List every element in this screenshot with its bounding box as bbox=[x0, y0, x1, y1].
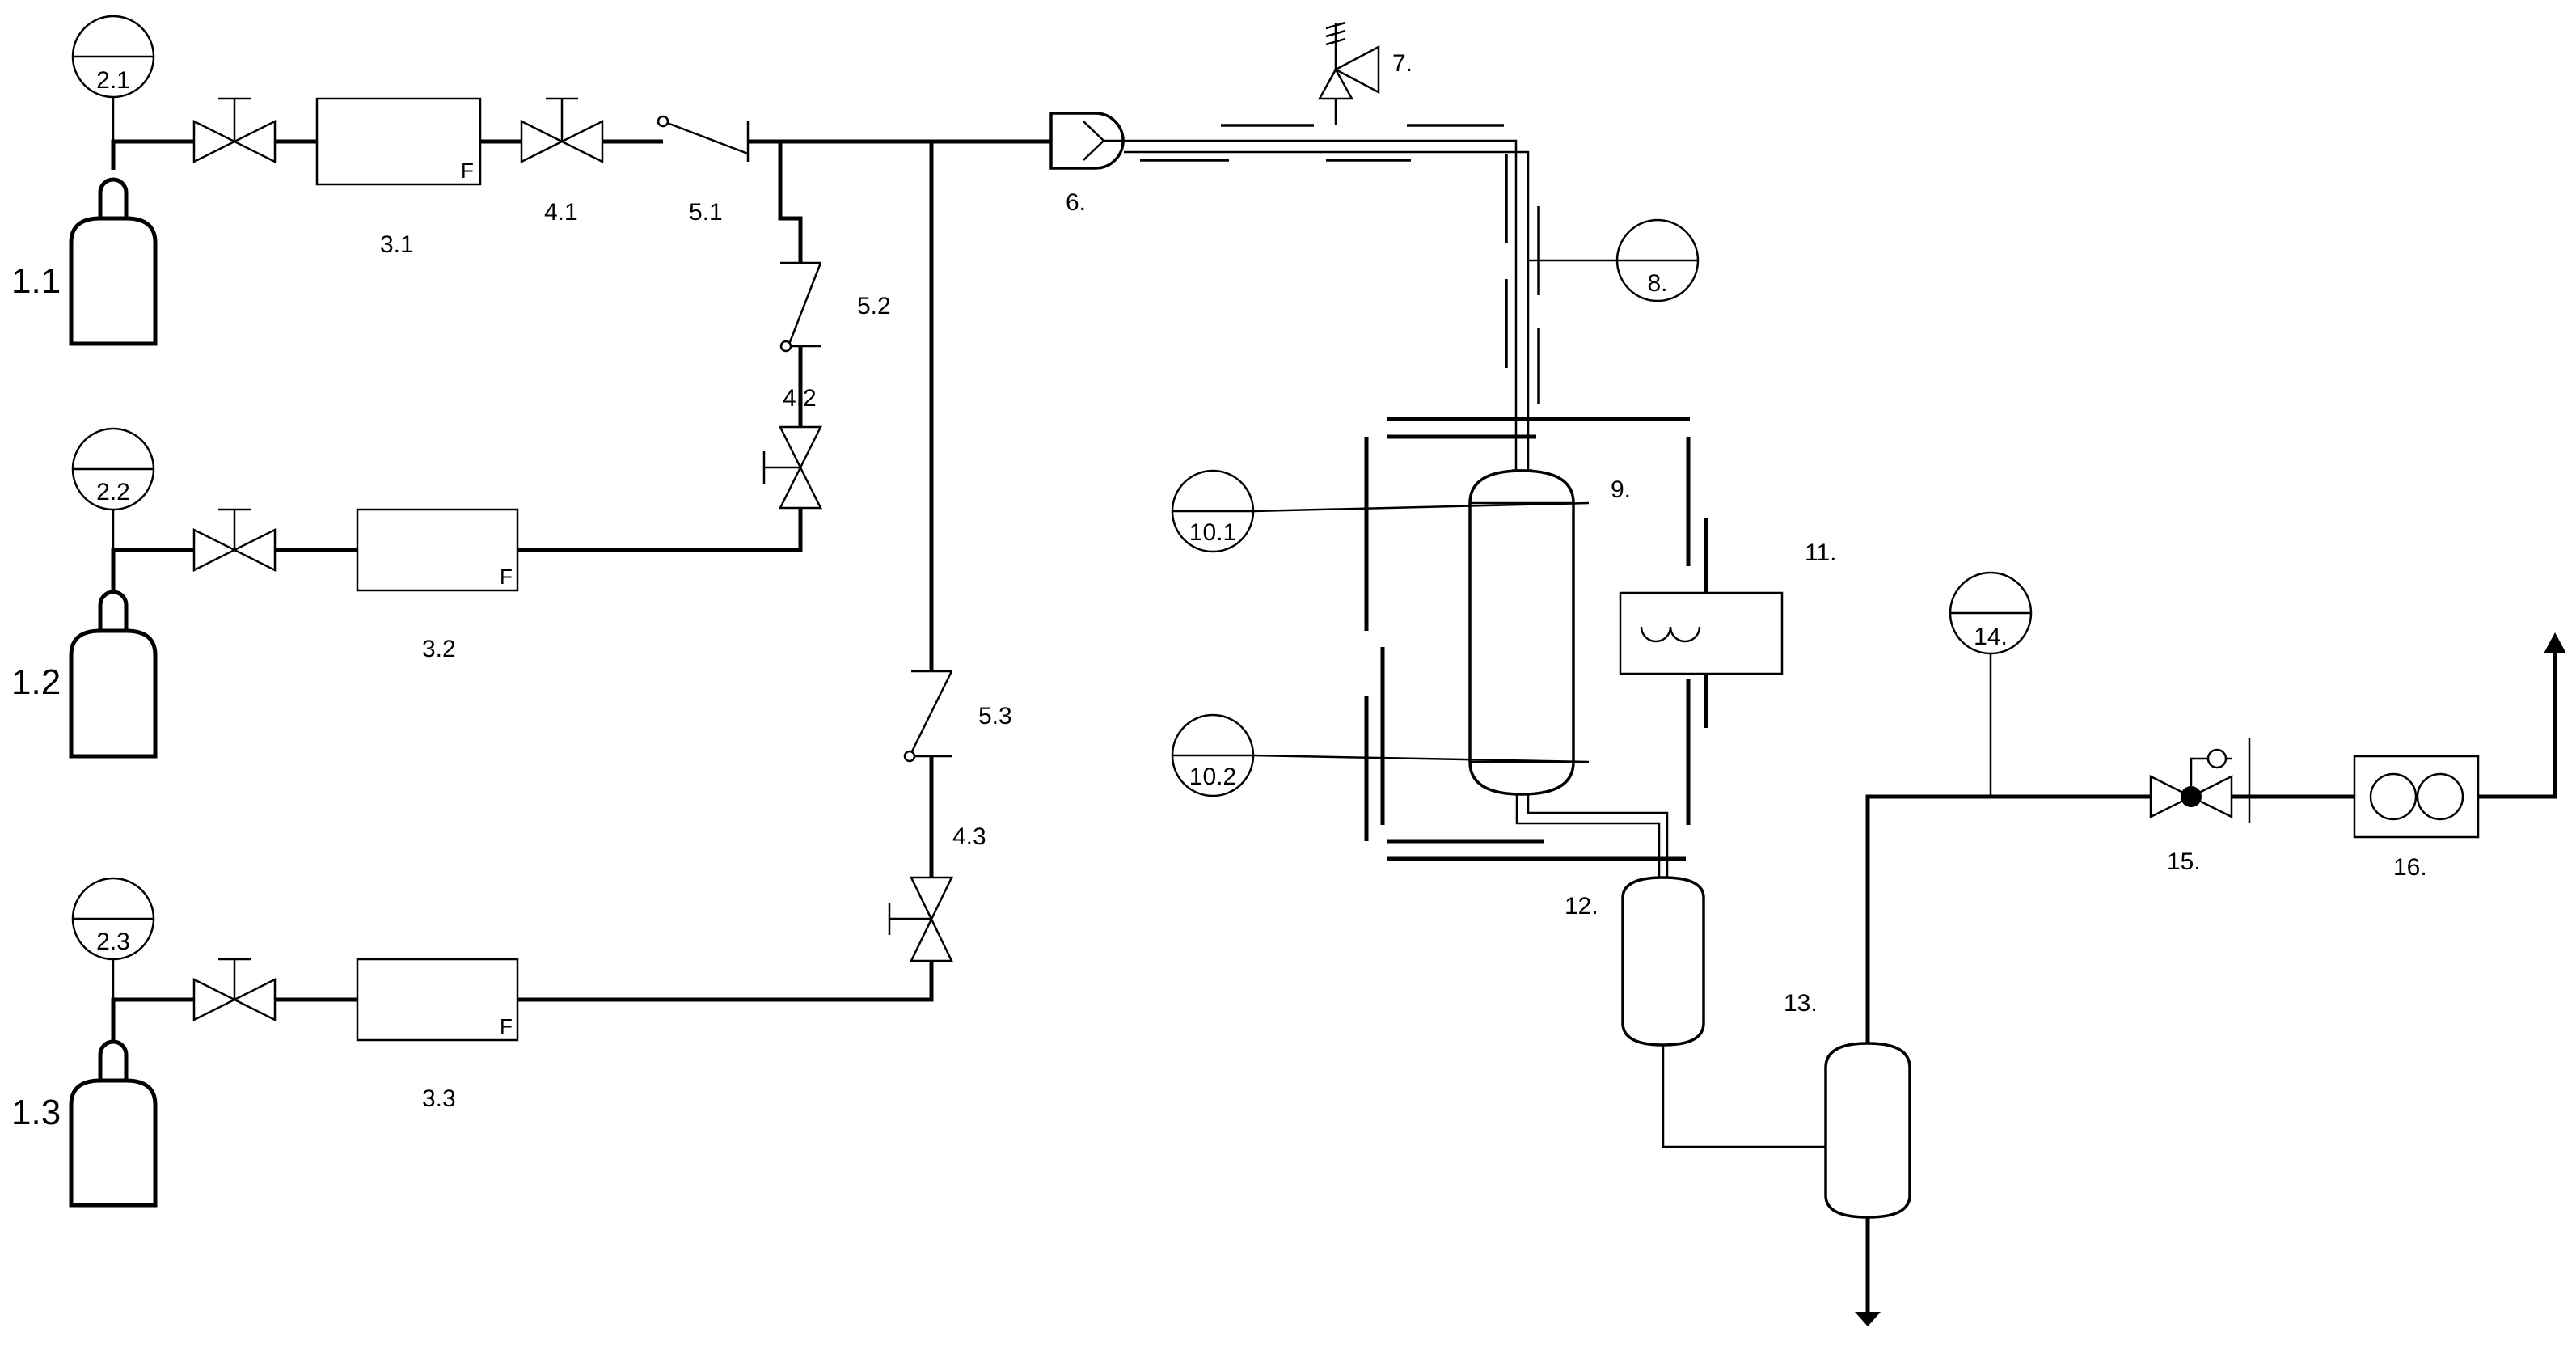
thermocouple-bottom-label: 10.2 bbox=[1189, 763, 1236, 790]
reactor-vessel-icon bbox=[1468, 412, 1575, 796]
back-pressure-valve-label: 15. bbox=[2167, 848, 2201, 875]
shutoff-valve-1-label: 4.1 bbox=[544, 199, 578, 226]
furnace-jacket bbox=[1364, 417, 1708, 861]
heater-controller-icon bbox=[1619, 591, 1784, 675]
check-valve-2-label: 5.2 bbox=[857, 293, 891, 319]
cylinder-3-label: 1.3 bbox=[11, 1093, 61, 1132]
vent-arrow-icon bbox=[2544, 632, 2566, 653]
flow-meter-icon bbox=[2353, 755, 2480, 839]
relief-valve-icon bbox=[1317, 21, 1380, 125]
reactor-outlet-line bbox=[1515, 794, 1669, 878]
heater-label: 11. bbox=[1805, 539, 1836, 566]
flow-controller-2-box bbox=[356, 508, 519, 592]
check-valve-1-icon bbox=[657, 115, 750, 162]
check-valve-3-label: 5.3 bbox=[978, 703, 1012, 730]
pressure-gauge-2-icon bbox=[71, 427, 155, 594]
cylinder-valve-3-icon bbox=[192, 958, 277, 1022]
flow-controller-1-label: 3.1 bbox=[380, 231, 414, 258]
check-valve-3-icon bbox=[903, 670, 953, 763]
gas-cylinder-2-icon bbox=[69, 590, 158, 759]
mixer-label: 6. bbox=[1066, 189, 1086, 216]
gas-cylinder-1-icon bbox=[69, 177, 158, 346]
shutoff-valve-1-icon bbox=[520, 97, 604, 164]
cylinder-valve-2-icon bbox=[192, 508, 277, 573]
gauge-2-label: 2.2 bbox=[96, 479, 130, 505]
flow-controller-3-label: 3.3 bbox=[422, 1085, 456, 1112]
cylinder-1-label: 1.1 bbox=[11, 261, 61, 301]
separator-2-label: 13. bbox=[1784, 990, 1818, 1017]
shutoff-valve-2-icon bbox=[762, 425, 823, 510]
thermocouple-top-icon bbox=[1171, 469, 1590, 553]
gauge-8-label: 8. bbox=[1647, 270, 1667, 297]
pressure-gauge-3-icon bbox=[71, 877, 155, 1043]
drain-arrow-icon bbox=[1855, 1312, 1881, 1326]
shutoff-valve-3-label: 4.3 bbox=[952, 823, 986, 850]
main-piping bbox=[111, 139, 2566, 1326]
gas-cylinder-3-icon bbox=[69, 1039, 158, 1208]
shutoff-valve-3-icon bbox=[888, 876, 953, 962]
pressure-gauge-14-icon bbox=[1949, 571, 2033, 797]
cylinder-valve-1-icon bbox=[192, 97, 277, 164]
check-valve-2-icon bbox=[779, 261, 822, 353]
reactor-label: 9. bbox=[1611, 476, 1631, 503]
gauge-14-label: 14. bbox=[1974, 624, 2008, 650]
thermocouple-top-label: 10.1 bbox=[1189, 519, 1236, 546]
cylinder-2-label: 1.2 bbox=[11, 662, 61, 702]
heated-transfer-line bbox=[1124, 124, 1540, 412]
flow-controller-1-mark: F bbox=[461, 159, 474, 183]
relief-valve-label: 7. bbox=[1392, 50, 1413, 77]
flow-controller-3-box bbox=[356, 958, 519, 1042]
gas-mixer-icon bbox=[1049, 112, 1125, 170]
separator-2-icon bbox=[1824, 1042, 1911, 1219]
gauge-1-label: 2.1 bbox=[96, 67, 130, 94]
back-pressure-valve-icon bbox=[2149, 738, 2251, 823]
separator-link-line bbox=[1662, 1045, 1826, 1148]
separator-1-label: 12. bbox=[1565, 893, 1598, 920]
flow-controller-3-mark: F bbox=[500, 1014, 513, 1038]
check-valve-1-label: 5.1 bbox=[689, 199, 723, 226]
thermocouple-bottom-icon bbox=[1171, 713, 1590, 797]
pressure-gauge-1-icon bbox=[71, 15, 155, 170]
pressure-gauge-8-icon bbox=[1528, 218, 1700, 302]
shutoff-valve-2-label: 4.2 bbox=[783, 385, 817, 412]
flow-controller-2-label: 3.2 bbox=[422, 636, 456, 662]
flow-controller-2-mark: F bbox=[500, 565, 513, 589]
flow-controller-1-box bbox=[315, 97, 482, 186]
separator-1-icon bbox=[1621, 876, 1705, 1047]
flow-meter-label: 16. bbox=[2393, 854, 2427, 881]
gauge-3-label: 2.3 bbox=[96, 928, 130, 955]
